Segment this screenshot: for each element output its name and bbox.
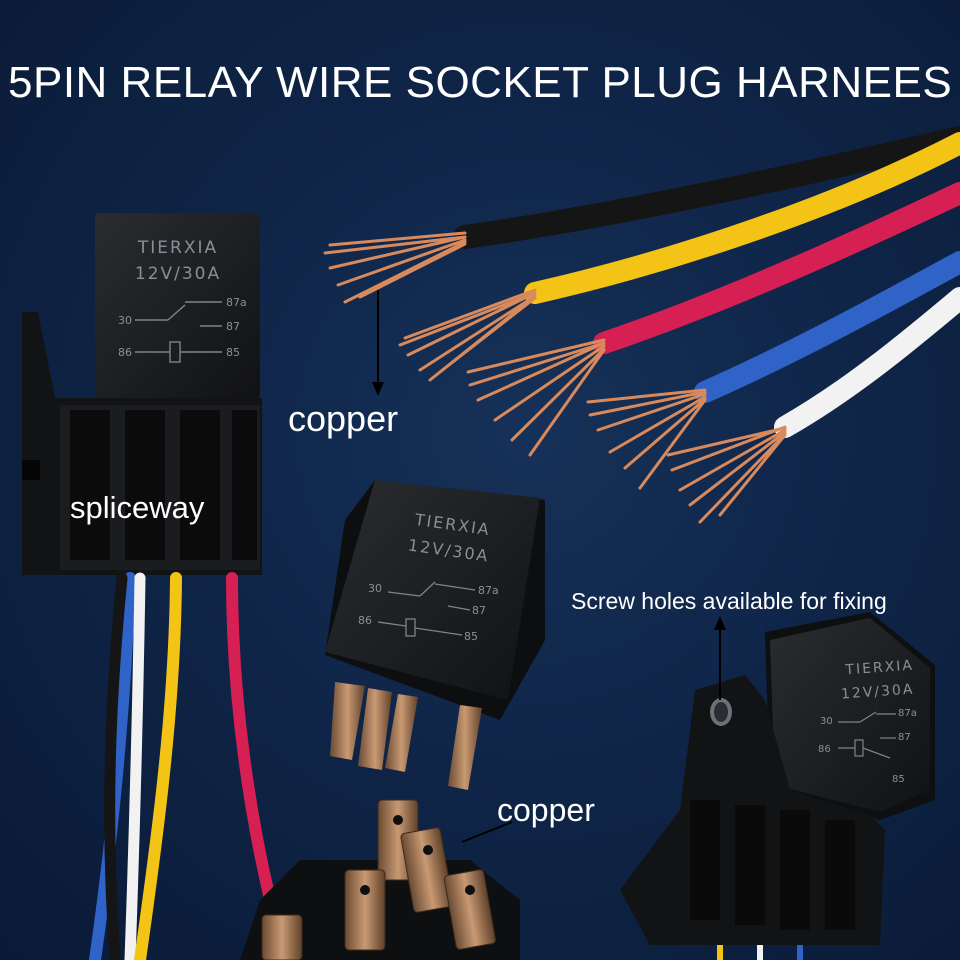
black-wire [453, 126, 960, 249]
svg-text:87: 87 [226, 320, 240, 333]
copper-pointer-arrow [372, 290, 384, 396]
copper-strands [323, 231, 787, 524]
yellow-wire [524, 132, 960, 304]
svg-text:TIERXIA: TIERXIA [844, 658, 915, 679]
svg-text:30: 30 [118, 314, 132, 327]
relay-socket-left: TIERXIA 12V/30A 30 87a 87 86 85 [22, 213, 262, 575]
svg-text:86: 86 [818, 744, 831, 755]
blue-wire [694, 251, 960, 403]
stripped-wires [323, 126, 960, 524]
relay-middle: TIERXIA 12V/30A 30 87a 87 86 85 [325, 480, 545, 790]
copper-label-top: copper [288, 398, 399, 439]
white-wire [774, 287, 960, 438]
page-title: 5PIN RELAY WIRE SOCKET PLUG HARNEES [8, 58, 953, 107]
socket-wires [89, 572, 281, 960]
svg-text:12V/30A: 12V/30A [841, 681, 915, 702]
relay-bottom-pins [240, 799, 520, 960]
spliceway-label: spliceway [70, 490, 205, 525]
svg-text:86: 86 [118, 346, 132, 359]
svg-text:TIERXIA: TIERXIA [137, 238, 218, 258]
svg-text:85: 85 [226, 346, 240, 359]
svg-text:87: 87 [472, 604, 486, 617]
svg-text:12V/30A: 12V/30A [135, 264, 221, 284]
svg-text:87a: 87a [226, 296, 247, 309]
relay-right-mount: TIERXIA 12V/30A 30 87a 87 86 85 [620, 612, 935, 960]
svg-text:85: 85 [464, 630, 478, 643]
svg-text:87a: 87a [478, 584, 499, 597]
svg-text:30: 30 [368, 582, 382, 595]
copper-label-bottom: copper [497, 792, 595, 828]
red-wire [593, 182, 960, 354]
svg-text:87a: 87a [898, 708, 917, 719]
svg-text:87: 87 [898, 732, 911, 743]
svg-text:86: 86 [358, 614, 372, 627]
svg-text:30: 30 [820, 716, 833, 727]
screw-pointer-arrow [714, 616, 726, 700]
svg-text:85: 85 [892, 774, 905, 785]
screw-holes-label: Screw holes available for fixing [571, 588, 887, 614]
